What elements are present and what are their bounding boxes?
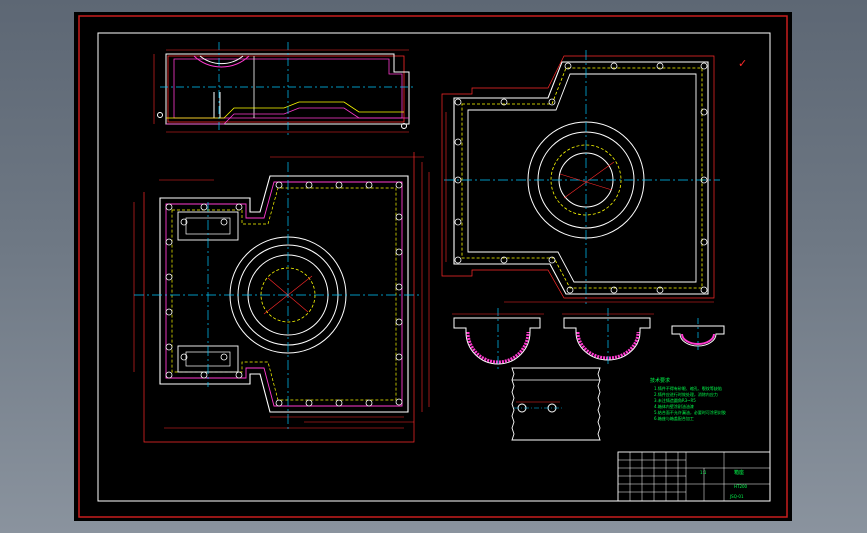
inner-frame	[97, 32, 771, 502]
section-b	[562, 308, 654, 364]
bolt-hole	[610, 62, 618, 70]
note-line: 2.铸件应进行时效处理，消除内应力	[654, 391, 718, 397]
bolt-hole	[500, 98, 508, 106]
bolt-hole	[200, 203, 208, 211]
bolt-hole	[165, 371, 173, 379]
cad-drawing: ✓	[78, 15, 788, 518]
note-line: 3.未注铸造圆角R3~R5	[654, 397, 696, 403]
section-a	[452, 308, 544, 370]
bolt-hole	[200, 371, 208, 379]
section-c	[671, 318, 725, 350]
bolt-hole	[700, 62, 708, 70]
title-block-drawing-no: JSQ-01	[729, 494, 744, 499]
bolt-hole	[656, 62, 664, 70]
bolt-hole	[180, 218, 188, 226]
bolt-hole	[275, 399, 283, 407]
bolt-hole	[365, 181, 373, 189]
bolt-hole	[395, 318, 403, 326]
bolt-hole	[700, 108, 708, 116]
bolt-hole	[454, 138, 462, 146]
bolt-hole	[365, 399, 373, 407]
bolt-hole	[180, 353, 188, 361]
bolt-hole	[305, 399, 313, 407]
title-block-title: 箱座	[734, 469, 744, 476]
bolt-hole	[275, 181, 283, 189]
title-block: 箱座 1:1 HT200 JSQ-01	[617, 451, 771, 502]
bolt-hole	[395, 353, 403, 361]
bolt-hole	[165, 238, 173, 246]
note-line: 6.箱座与箱盖配合加工	[654, 415, 694, 421]
bolt-hole	[564, 62, 572, 70]
bolt-hole	[395, 213, 403, 221]
title-block-scale: 1:1	[700, 470, 707, 475]
bolt-hole	[395, 181, 403, 189]
notes-block: 技术要求 1.铸件不得有砂眼、缩孔、裂纹等缺陷2.铸件应进行时效处理，消除内应力…	[650, 377, 726, 421]
bolt-hole	[454, 176, 462, 184]
bolt-hole	[610, 286, 618, 294]
bolt-hole	[335, 399, 343, 407]
note-line: 1.铸件不得有砂眼、缩孔、裂纹等缺陷	[654, 385, 722, 391]
bolt-hole	[454, 256, 462, 264]
main-plan-view	[133, 152, 430, 443]
bolt-hole	[305, 181, 313, 189]
bolt-hole	[395, 248, 403, 256]
bolt-hole	[454, 218, 462, 226]
outer-frame	[78, 15, 788, 518]
bolt-hole	[395, 283, 403, 291]
bolt-hole	[700, 286, 708, 294]
bolt-hole	[165, 343, 173, 351]
drawing-sheet: ✓	[74, 12, 792, 521]
roughness-mark: ✓	[738, 57, 747, 70]
bolt-hole	[548, 98, 556, 106]
bolt-hole	[454, 98, 462, 106]
bolt-hole	[220, 218, 228, 226]
note-line: 5.结合面不允许漏油，必要时可涂密封胶	[654, 409, 726, 415]
side-section-view	[153, 42, 414, 137]
bolt-hole	[235, 203, 243, 211]
bolt-hole	[566, 286, 574, 294]
title-block-material: HT200	[734, 484, 748, 489]
bolt-hole	[656, 286, 664, 294]
bolt-hole	[165, 308, 173, 316]
detail-view	[511, 367, 601, 441]
bolt-hole	[335, 181, 343, 189]
bolt-hole	[165, 203, 173, 211]
bolt-hole	[500, 256, 508, 264]
bolt-hole	[700, 238, 708, 246]
bolt-hole	[395, 398, 403, 406]
bolt-hole	[700, 176, 708, 184]
bolt-hole	[165, 273, 173, 281]
bolt-hole	[235, 371, 243, 379]
bolt-hole	[548, 256, 556, 264]
notes-heading: 技术要求	[650, 377, 670, 384]
bolt-hole	[220, 353, 228, 361]
top-right-plan-view: ✓	[441, 50, 747, 304]
note-line: 4.箱体内壁涂耐油油漆	[654, 403, 694, 409]
